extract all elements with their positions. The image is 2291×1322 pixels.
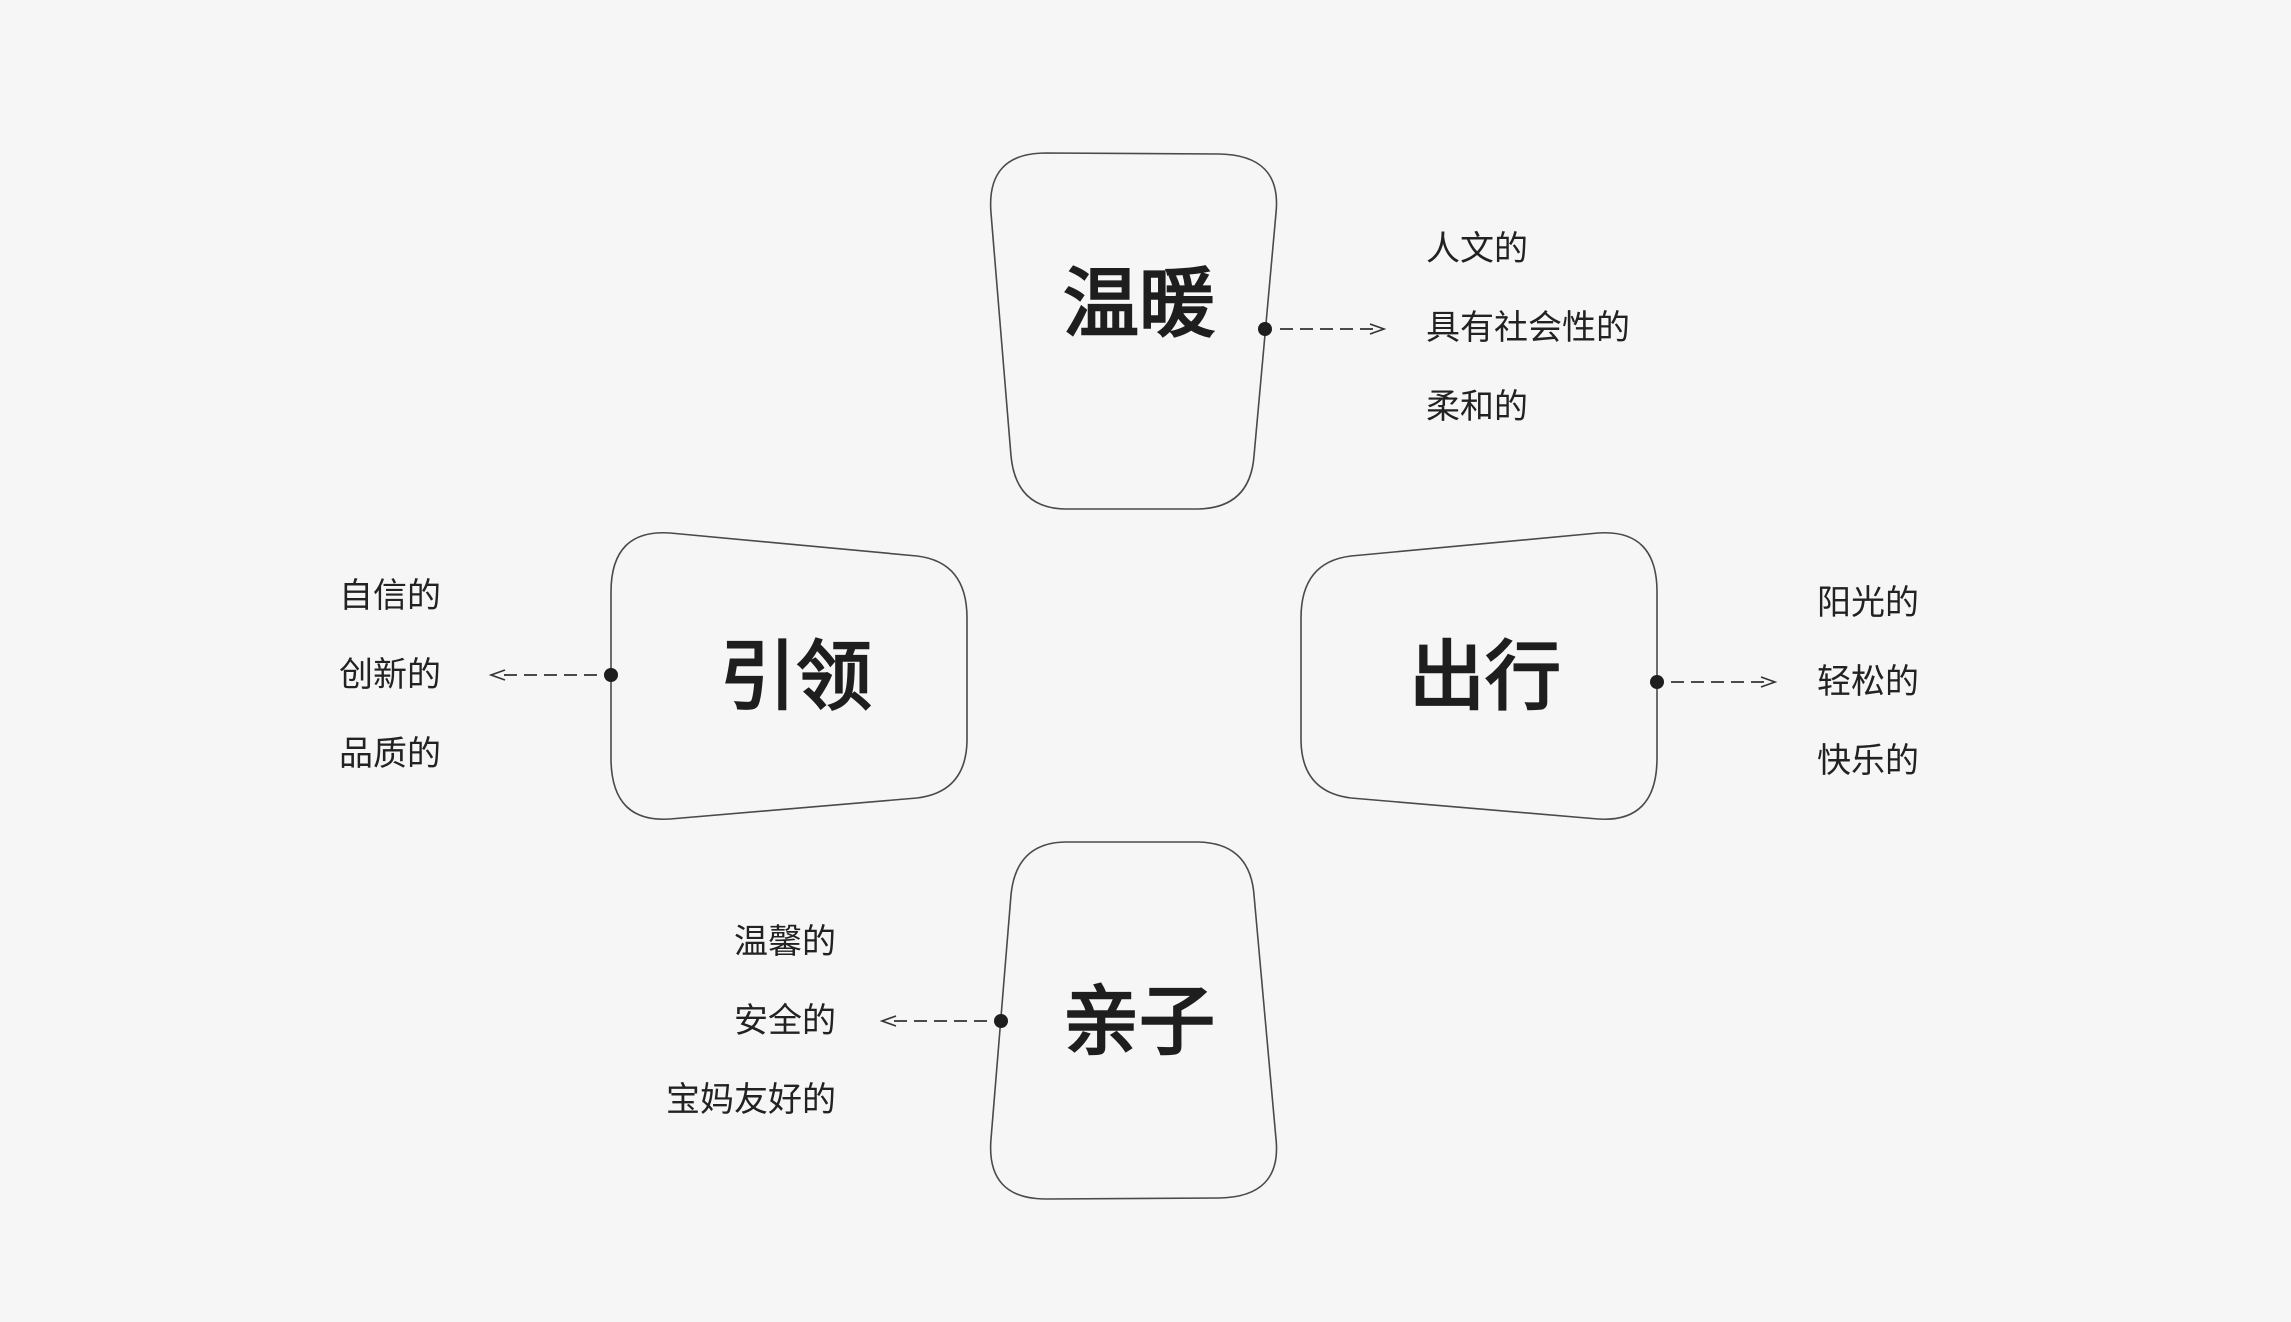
node-travel-shape: [1300, 532, 1658, 820]
attribute-item: 安全的: [734, 1001, 836, 1041]
attribute-item: 阳光的: [1817, 583, 1919, 623]
node-travel-title: 出行: [1409, 632, 1561, 721]
node-travel-connector-dot: [1650, 675, 1664, 689]
node-warm-attributes: 人文的 具有社会性的 柔和的: [1426, 210, 1630, 447]
node-warm-arrowhead: [1369, 323, 1387, 335]
attribute-item: 具有社会性的: [1426, 308, 1630, 348]
node-travel-arrowhead: [1760, 676, 1778, 688]
attribute-item: 轻松的: [1817, 662, 1919, 702]
attribute-item: 快乐的: [1817, 741, 1919, 781]
node-family-title: 亲子: [1063, 977, 1215, 1066]
attribute-item: 温馨的: [734, 922, 836, 962]
node-lead-title: 引领: [720, 632, 872, 721]
attribute-item: 创新的: [339, 655, 441, 695]
node-lead-arrowhead: [488, 669, 506, 681]
attribute-item: 人文的: [1426, 229, 1528, 269]
node-travel-attributes: 阳光的 轻松的 快乐的: [1817, 564, 1919, 801]
node-warm: 温暖: [989, 152, 1387, 510]
attribute-item: 宝妈友好的: [666, 1080, 836, 1120]
attribute-item: 自信的: [339, 576, 441, 616]
node-family: 亲子: [879, 841, 1278, 1200]
node-warm-shape: [989, 152, 1278, 510]
node-warm-connector-dot: [1258, 322, 1272, 336]
attribute-item: 柔和的: [1426, 387, 1528, 427]
node-family-arrowhead: [879, 1015, 897, 1027]
node-lead-attributes: 自信的 创新的 品质的: [339, 557, 441, 794]
node-warm-title: 温暖: [1063, 259, 1216, 348]
node-family-attributes: 温馨的 安全的 宝妈友好的: [600, 903, 836, 1140]
node-lead-connector-dot: [604, 668, 618, 682]
node-family-shape: [989, 841, 1278, 1200]
node-lead-shape: [610, 532, 968, 820]
node-travel: 出行: [1300, 532, 1778, 820]
attribute-item: 品质的: [339, 734, 441, 774]
node-lead: 引领: [488, 532, 968, 820]
node-family-connector-dot: [994, 1014, 1008, 1028]
